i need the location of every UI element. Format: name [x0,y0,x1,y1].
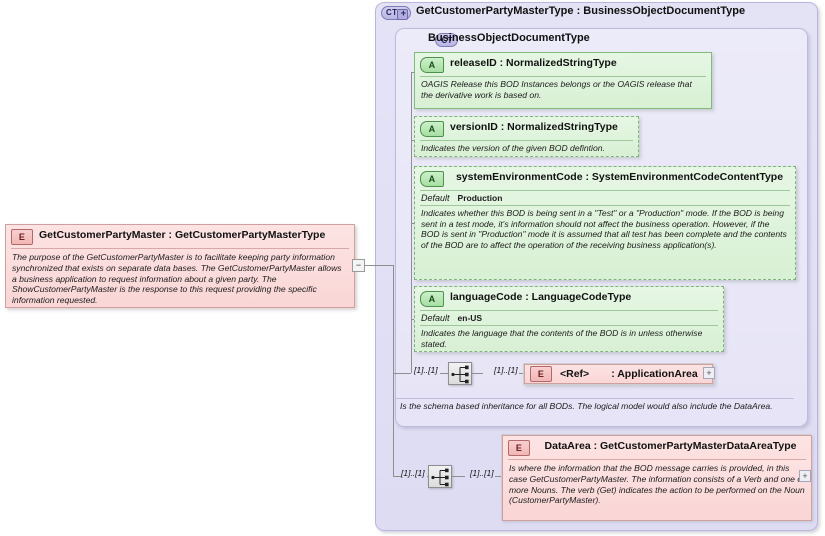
attribute-node-releaseid[interactable]: A releaseID : NormalizedStringType OAGIS… [414,52,712,109]
attribute-node-languagecode[interactable]: A languageCode : LanguageCodeType Defaul… [414,286,724,352]
attribute-default-row-systemenvironmentcode: Default Production [415,191,795,205]
attribute-badge-label: A [428,59,436,70]
divider [420,310,718,311]
connector-attribute-rail [411,72,412,373]
root-element-node[interactable]: E GetCustomerPartyMaster : GetCustomerPa… [5,224,355,308]
sequence-icon [431,468,449,487]
default-value: Production [457,193,503,203]
attribute-documentation-systemenvironmentcode: Indicates whether this BOD is being sent… [421,208,787,250]
connector-to-ref-application-area [519,373,524,374]
default-label: Default [421,193,450,203]
root-element-documentation: The purpose of the GetCustomerPartyMaste… [12,252,342,306]
divider [420,325,718,326]
connector-to-data-area [495,476,502,477]
sequence-icon [451,365,469,384]
element-badge-label: E [18,231,26,242]
root-element-expander-label: − [355,260,362,270]
attribute-header-releaseid: A releaseID : NormalizedStringType [415,53,711,76]
connector-branch-data-area [393,476,401,477]
divider [11,248,349,249]
attribute-badge-label: A [428,173,436,184]
element-node-data-area-wrapper[interactable]: E DataArea : GetCustomerPartyMasterDataA… [501,434,812,521]
occurrence-left-application-area: [1]..[1] [414,365,438,375]
default-value: en-US [457,313,483,323]
attribute-default-row-languagecode: Default en-US [415,311,723,325]
sequence-compositor-data-area[interactable] [428,465,452,488]
connector-trunk [393,265,394,476]
ref-type-application-area: : ApplicationArea [611,368,698,380]
data-area-expander-label: + [802,470,808,481]
divider [420,190,790,191]
element-icon: E [508,440,530,456]
attribute-node-systemenvironmentcode[interactable]: A systemEnvironmentCode : SystemEnvironm… [414,166,796,280]
ref-expander-application-area[interactable]: + [703,367,715,379]
connector-occ-to-sequence-application-area [440,373,448,374]
element-icon: E [11,229,33,245]
ref-node-application-area[interactable]: E <Ref> : ApplicationArea [523,363,714,385]
attribute-documentation-languagecode: Indicates the language that the contents… [421,328,703,349]
connector-branch-application-area [393,373,411,374]
attribute-documentation-versionid: Indicates the version of the given BOD d… [421,143,605,153]
complex-type-inner-title: BusinessObjectDocumentType [428,32,590,44]
element-badge-label: E [515,442,523,453]
attribute-badge-label: A [428,293,436,304]
occurrence-right-application-area: [1]..[1] [494,365,518,375]
divider [508,459,806,460]
attribute-icon: A [420,57,444,73]
divider [420,205,790,206]
attribute-icon: A [420,171,444,187]
attribute-title-versionid: versionID : NormalizedStringType [450,121,618,133]
attribute-icon: A [420,121,444,137]
connector-expander-to-branch [365,265,393,266]
complex-type-inner-badge[interactable]: CT [435,33,459,47]
complex-type-outer-badge[interactable]: CT [381,6,411,20]
complex-type-inner-badge-label: CT [441,36,453,45]
default-label: Default [421,313,450,323]
sequence-compositor-application-area[interactable] [448,362,472,385]
complex-type-outer-title: GetCustomerPartyMasterType : BusinessObj… [416,5,746,17]
divider [420,140,633,141]
attribute-icon: A [420,291,444,307]
attribute-header-languagecode: A languageCode : LanguageCodeType [415,287,723,310]
complex-type-inner-documentation: Is the schema based inheritance for all … [400,401,773,411]
element-title-data-area: DataArea : GetCustomerPartyMasterDataAre… [544,440,797,452]
attribute-title-languagecode: languageCode : LanguageCodeType [450,291,632,303]
attribute-documentation-releaseid: OAGIS Release this BOD Instances belongs… [421,79,692,100]
connector-sequence-out-data-area [452,476,465,477]
occurrence-left-data-area: [1]..[1] [401,468,425,478]
complex-type-outer-badge-label: CT [386,8,398,17]
attribute-node-versionid[interactable]: A versionID : NormalizedStringType Indic… [414,116,639,157]
attribute-badge-label: A [428,123,436,134]
element-badge-label: E [537,368,545,379]
element-icon: E [530,366,552,382]
element-header-data-area: E DataArea : GetCustomerPartyMasterDataA… [503,436,811,459]
data-area-expander[interactable]: + [799,470,811,482]
occurrence-right-data-area: [1]..[1] [470,468,494,478]
ref-body-application-area: E <Ref> : ApplicationArea [524,364,713,384]
root-element-expander[interactable]: − [352,259,365,272]
attribute-title-releaseid: releaseID : NormalizedStringType [450,57,617,69]
divider [420,76,706,77]
connector-sequence-out-application-area [472,373,483,374]
root-element-header: E GetCustomerPartyMaster : GetCustomerPa… [6,225,354,248]
ref-expander-label: + [706,367,712,378]
element-documentation-data-area: Is where the information that the BOD me… [503,460,811,511]
ref-name-application-area: <Ref> [560,368,590,380]
element-node-data-area: E DataArea : GetCustomerPartyMasterDataA… [502,435,812,521]
attribute-title-systemenvironmentcode: systemEnvironmentCode : SystemEnvironmen… [455,171,784,183]
divider [396,398,794,399]
attribute-header-systemenvironmentcode: A systemEnvironmentCode : SystemEnvironm… [415,167,795,190]
attribute-header-versionid: A versionID : NormalizedStringType [415,117,638,140]
root-element-title: GetCustomerPartyMaster : GetCustomerPart… [39,229,326,241]
